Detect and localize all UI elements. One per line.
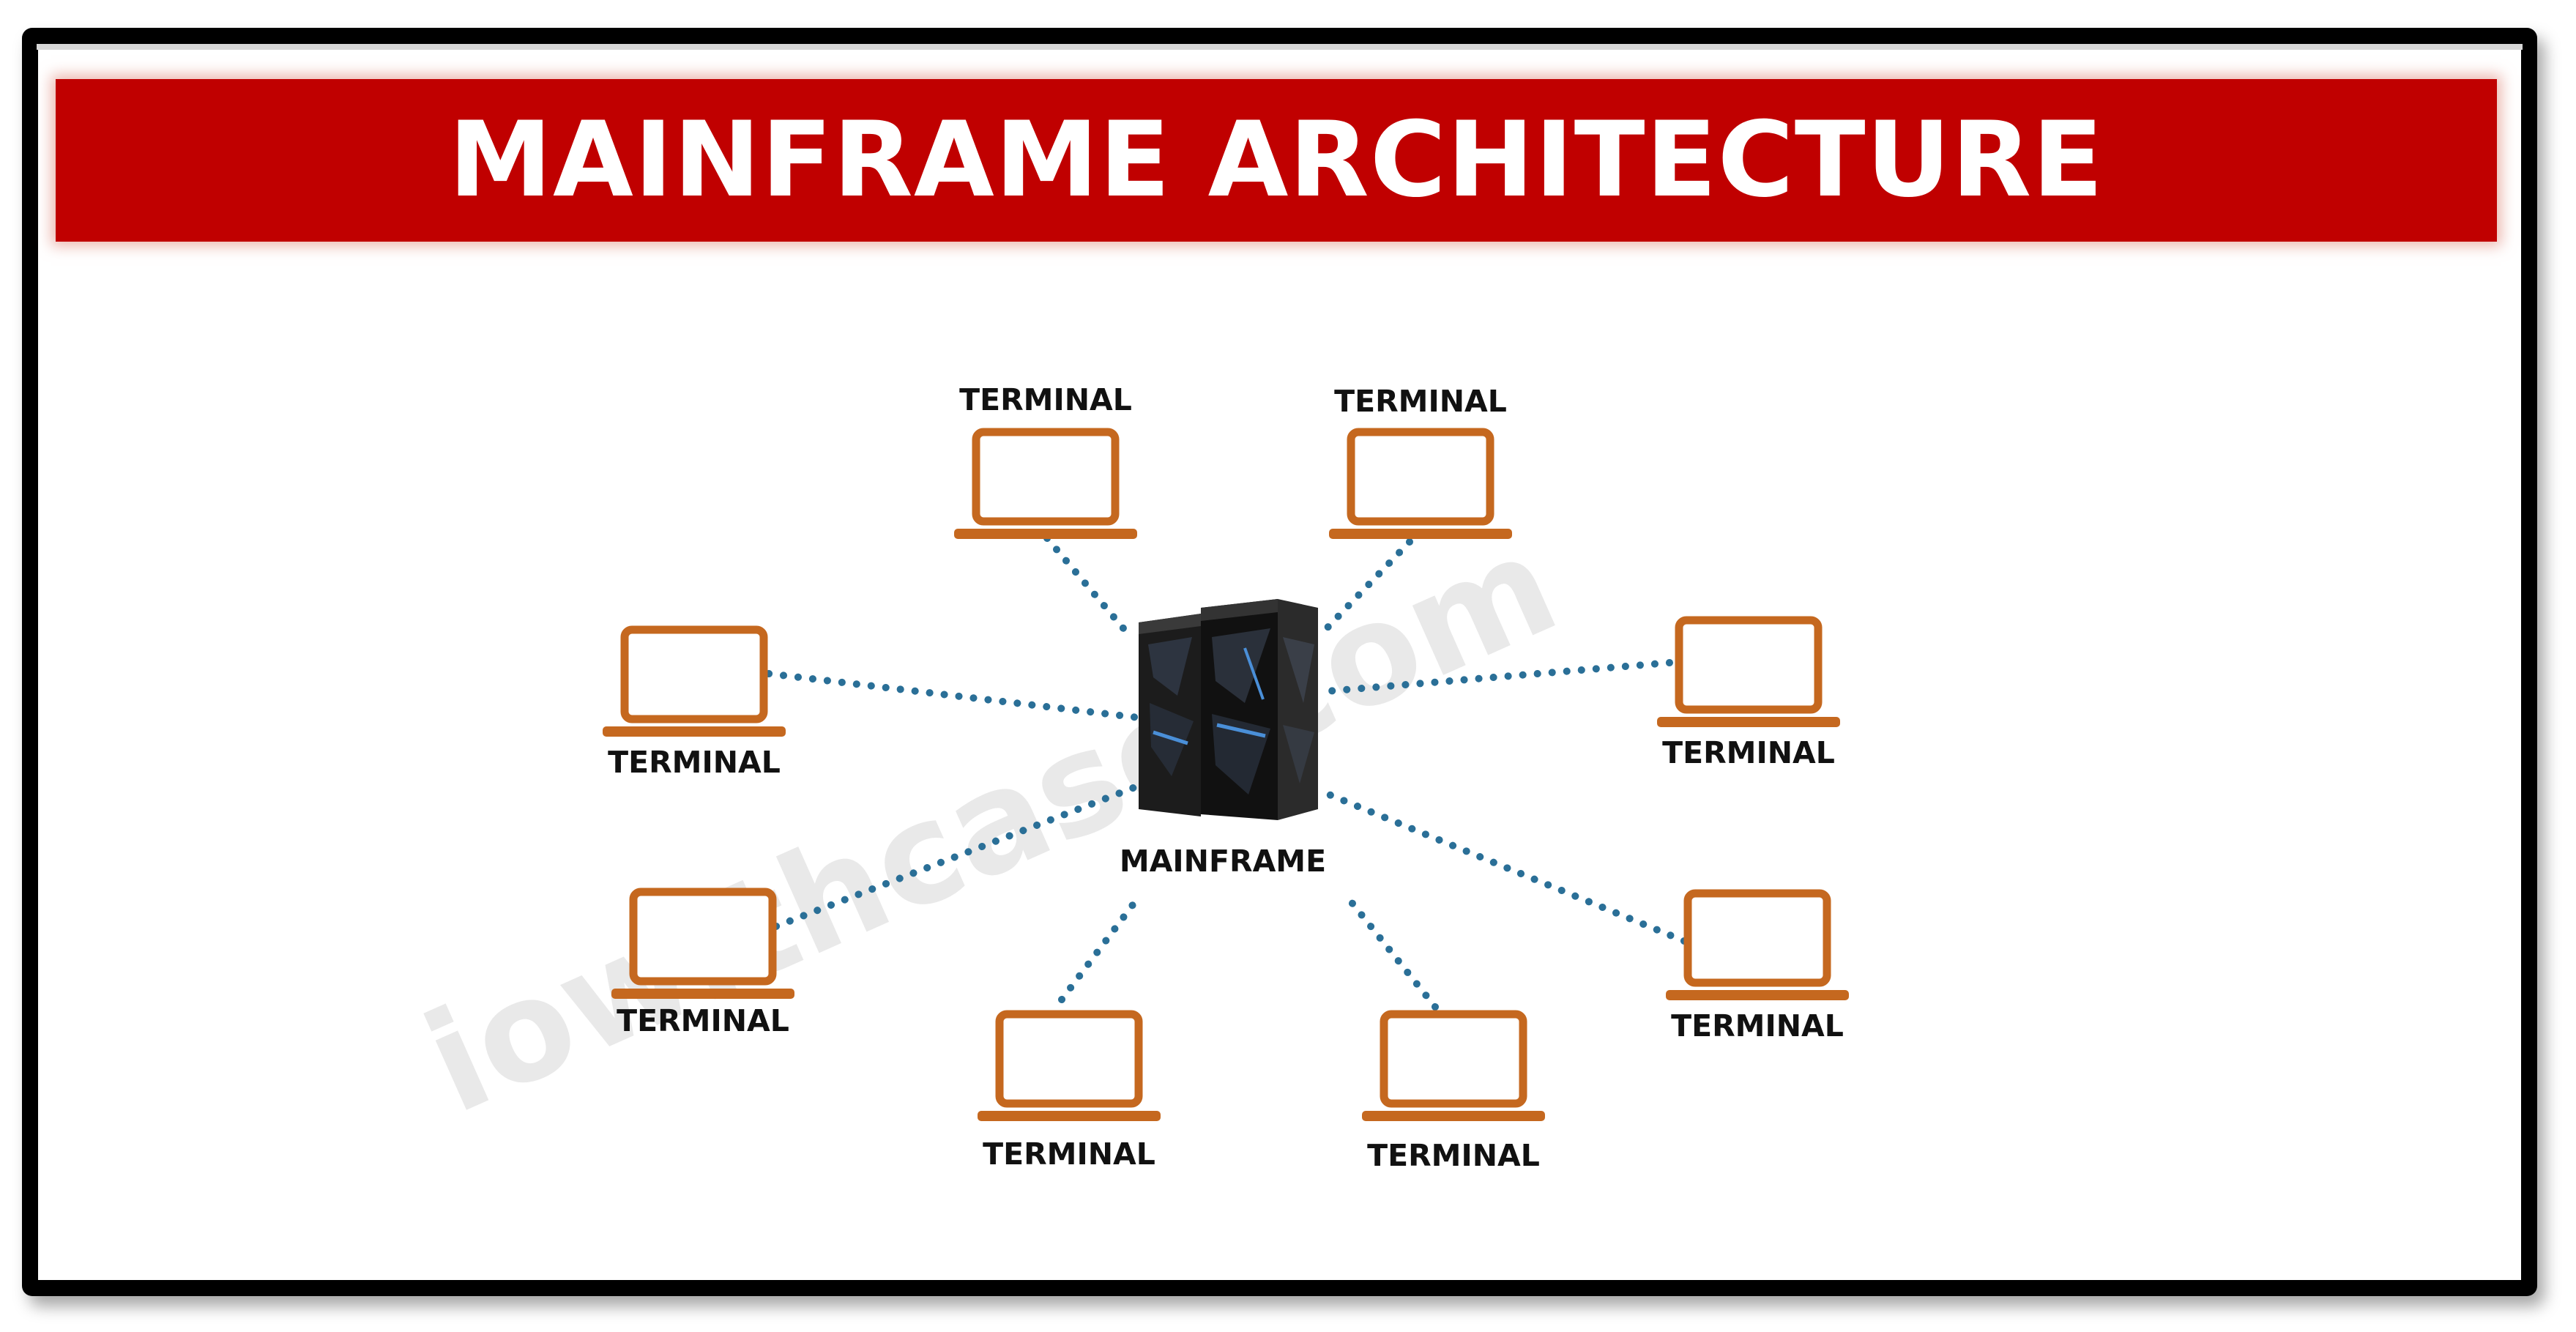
- terminal-node-lower-left: TERMINAL: [611, 888, 794, 1038]
- connector-line: [1058, 893, 1142, 1003]
- terminal-label: TERMINAL: [959, 382, 1132, 417]
- laptop-screen: [1675, 616, 1823, 714]
- terminal-node-top-right: TERMINAL: [1329, 384, 1512, 539]
- page-title: MAINFRAME ARCHITECTURE: [448, 100, 2104, 220]
- terminal-label: TERMINAL: [608, 745, 781, 780]
- terminal-node-lower-right: TERMINAL: [1666, 889, 1849, 1043]
- terminal-node-bottom-left: TERMINAL: [978, 1010, 1161, 1172]
- laptop-base: [954, 529, 1137, 539]
- laptop-icon: [611, 888, 794, 999]
- laptop-icon: [978, 1010, 1161, 1121]
- mainframe-node: MAINFRAME: [1120, 599, 1326, 879]
- terminal-label: TERMINAL: [1367, 1138, 1540, 1173]
- terminal-label: TERMINAL: [983, 1136, 1155, 1172]
- connector-line: [773, 784, 1139, 930]
- terminal-label: TERMINAL: [617, 1003, 789, 1038]
- connector-line: [1322, 538, 1413, 633]
- laptop-icon: [1666, 889, 1849, 1000]
- laptop-base: [1362, 1111, 1545, 1121]
- mainframe-label: MAINFRAME: [1120, 844, 1326, 879]
- connector-line: [1325, 791, 1688, 945]
- connector-line: [1043, 535, 1131, 637]
- terminal-node-top-left: TERMINAL: [954, 382, 1137, 539]
- title-banner: MAINFRAME ARCHITECTURE: [56, 79, 2497, 242]
- terminal-node-bottom-right: TERMINAL: [1362, 1010, 1545, 1173]
- terminal-label: TERMINAL: [1662, 735, 1835, 770]
- terminal-label: TERMINAL: [1334, 384, 1507, 419]
- mainframe-server-icon: [1139, 599, 1318, 820]
- connector-lines: [765, 535, 1688, 1011]
- terminal-node-left: TERMINAL: [603, 625, 786, 780]
- laptop-base: [603, 726, 786, 737]
- laptop-screen: [1683, 889, 1831, 987]
- laptop-screen: [995, 1010, 1143, 1108]
- laptop-icon: [954, 428, 1137, 539]
- terminals: TERMINAL TERMINAL TERMINAL TERMINAL TERMINAL…: [603, 382, 1849, 1173]
- terminal-label: TERMINAL: [1671, 1008, 1844, 1043]
- laptop-base: [1657, 717, 1840, 727]
- laptop-screen: [620, 625, 768, 723]
- laptop-icon: [1657, 616, 1840, 727]
- connector-line: [1314, 659, 1673, 696]
- laptop-base: [1666, 990, 1849, 1000]
- top-rule: [37, 44, 2523, 50]
- laptop-screen: [629, 888, 777, 986]
- laptop-base: [611, 989, 794, 999]
- terminal-node-right: TERMINAL: [1657, 616, 1840, 770]
- laptop-base: [1329, 529, 1512, 539]
- laptop-base: [978, 1111, 1161, 1121]
- laptop-icon: [603, 625, 786, 737]
- connector-line: [765, 670, 1142, 721]
- laptop-icon: [1362, 1010, 1545, 1121]
- laptop-screen: [1347, 428, 1494, 526]
- laptop-icon: [1329, 428, 1512, 539]
- laptop-screen: [1380, 1010, 1527, 1108]
- laptop-screen: [972, 428, 1120, 526]
- connector-line: [1344, 893, 1439, 1011]
